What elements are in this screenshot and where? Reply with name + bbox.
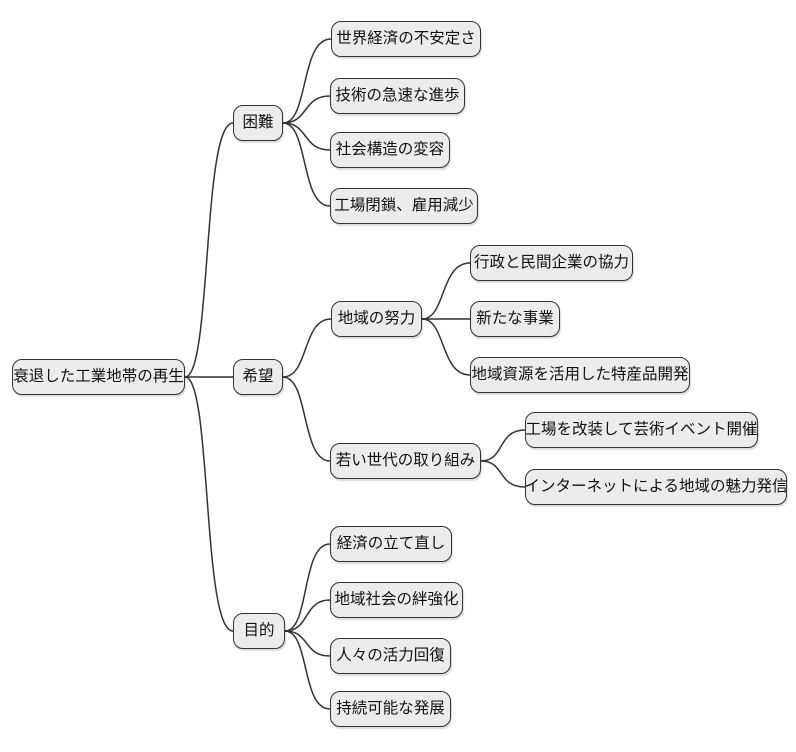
node-purposes: 目的 <box>233 613 285 649</box>
node-social-structure-change: 社会構造の変容 <box>330 132 450 168</box>
edge-purposes-1 <box>284 543 331 632</box>
edge-young-gen-1 <box>480 429 526 462</box>
edge-purposes-2 <box>284 599 331 632</box>
node-gov-private-cooperation: 行政と民間企業の協力 <box>470 245 633 281</box>
node-local-efforts: 地域の努力 <box>331 301 422 337</box>
edge-hopes-local-efforts <box>282 318 332 378</box>
edge-root-purposes <box>184 376 234 632</box>
edge-difficulties-1 <box>282 38 332 124</box>
edge-difficulties-3 <box>282 122 331 151</box>
edge-difficulties-4 <box>282 122 331 207</box>
edge-difficulties-2 <box>282 95 331 124</box>
node-difficulties: 困難 <box>233 105 283 141</box>
edge-hopes-young-gen <box>282 376 331 462</box>
node-internet-local-appeal: インターネットによる地域の魅力発信 <box>524 469 788 505</box>
edge-local-efforts-3 <box>421 318 471 376</box>
node-hopes: 希望 <box>233 359 283 395</box>
edge-young-gen-2 <box>480 460 526 488</box>
edge-purposes-4 <box>284 630 331 710</box>
edge-local-efforts-1 <box>421 262 471 320</box>
edge-purposes-3 <box>284 630 331 657</box>
node-factory-closure-job-loss: 工場閉鎖、雇用減少 <box>330 188 478 224</box>
edge-root-difficulties <box>184 122 234 378</box>
node-community-bond-strengthening: 地域社会の絆強化 <box>330 582 463 618</box>
node-world-economy-instability: 世界経済の不安定さ <box>331 21 481 57</box>
node-sustainable-development: 持続可能な発展 <box>330 691 451 727</box>
node-root-declining-industrial-area-revival: 衰退した工業地帯の再生 <box>12 359 185 395</box>
node-people-vitality-recovery: 人々の活力回復 <box>330 638 451 674</box>
node-young-generation-initiatives: 若い世代の取り組み <box>330 443 481 479</box>
node-rapid-tech-progress: 技術の急速な進歩 <box>330 78 465 114</box>
node-local-resource-specialty-products: 地域資源を活用した特産品開発 <box>470 357 690 393</box>
node-economic-recovery: 経済の立て直し <box>330 526 452 562</box>
node-new-business: 新たな事業 <box>470 301 560 337</box>
node-factory-art-events: 工場を改装して芸術イベント開催 <box>525 412 758 448</box>
